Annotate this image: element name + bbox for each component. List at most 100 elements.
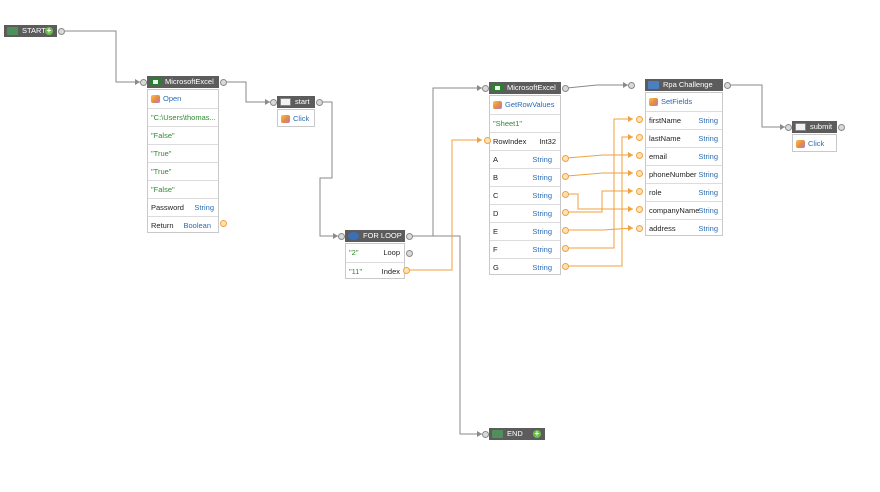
- add-icon[interactable]: +: [45, 26, 53, 35]
- rpa-out-port[interactable]: [724, 82, 731, 89]
- excel-open-in-port[interactable]: [140, 79, 147, 86]
- output-type: String: [532, 227, 552, 236]
- start-node-title: START: [22, 26, 46, 35]
- excel-open-param-path[interactable]: "C:\Users\thomas...: [148, 108, 218, 126]
- field-row-role[interactable]: role String: [646, 183, 722, 201]
- loop-value: "2": [349, 248, 359, 257]
- start-node-header[interactable]: START +: [4, 25, 57, 37]
- output-port-g[interactable]: [562, 263, 569, 270]
- excel-open-password-row[interactable]: Password String: [148, 198, 218, 216]
- field-port-role[interactable]: [636, 188, 643, 195]
- output-row-a[interactable]: A String: [490, 150, 560, 168]
- field-type: String: [698, 152, 718, 161]
- rowindex-type: Int32: [539, 137, 556, 146]
- for-loop-in-port[interactable]: [338, 233, 345, 240]
- action-icon: [796, 140, 805, 148]
- excel-open-out-port[interactable]: [220, 79, 227, 86]
- start-click-header[interactable]: start: [277, 96, 315, 108]
- output-row-d[interactable]: D String: [490, 204, 560, 222]
- output-port-c[interactable]: [562, 191, 569, 198]
- output-row-g[interactable]: G String: [490, 258, 560, 276]
- rpa-title: Rpa Challenge: [663, 80, 713, 89]
- excel-open-body: Open "C:\Users\thomas... "False" "True" …: [147, 89, 219, 233]
- index-row[interactable]: "11" Index: [346, 262, 404, 280]
- output-row-f[interactable]: F String: [490, 240, 560, 258]
- for-loop-out-port[interactable]: [406, 233, 413, 240]
- data-a-to-email: [566, 154, 633, 159]
- field-row-phonenumber[interactable]: phoneNumber String: [646, 165, 722, 183]
- excel-get-action[interactable]: GetRowValues: [490, 96, 560, 114]
- start-click-in-port[interactable]: [270, 99, 277, 106]
- index-port[interactable]: [403, 267, 410, 274]
- output-row-b[interactable]: B String: [490, 168, 560, 186]
- submit-action[interactable]: Click: [793, 135, 836, 153]
- output-port-b[interactable]: [562, 173, 569, 180]
- output-row-e[interactable]: E String: [490, 222, 560, 240]
- submit-body: Click: [792, 134, 837, 152]
- field-port-phonenumber[interactable]: [636, 170, 643, 177]
- field-port-email[interactable]: [636, 152, 643, 159]
- output-type: String: [532, 263, 552, 272]
- rpa-header[interactable]: Rpa Challenge: [645, 79, 723, 91]
- start-out-port[interactable]: [58, 28, 65, 35]
- excel-get-header[interactable]: MicrosoftExcel: [489, 82, 561, 94]
- field-row-address[interactable]: address String: [646, 219, 722, 237]
- rpa-body: SetFields firstName String lastName Stri…: [645, 92, 723, 236]
- data-f-to-firstname: [567, 118, 633, 249]
- rpa-in-port[interactable]: [628, 82, 635, 89]
- rpa-action[interactable]: SetFields: [646, 93, 722, 111]
- excel-get-sheet[interactable]: "Sheet1": [490, 114, 560, 132]
- start-click-out-port[interactable]: [316, 99, 323, 106]
- field-type: String: [698, 188, 718, 197]
- for-loop-header[interactable]: FOR LOOP: [345, 230, 405, 242]
- browser-icon: [648, 81, 659, 89]
- end-node-header[interactable]: END +: [489, 428, 545, 440]
- index-value: "11": [349, 267, 363, 276]
- output-row-c[interactable]: C String: [490, 186, 560, 204]
- excel-get-action-label: GetRowValues: [505, 100, 555, 109]
- password-label: Password: [151, 203, 184, 212]
- field-row-lastname[interactable]: lastName String: [646, 129, 722, 147]
- rowindex-row[interactable]: RowIndex Int32: [490, 132, 560, 150]
- excel-open-return-row[interactable]: Return Boolean: [148, 216, 218, 234]
- output-port-e[interactable]: [562, 227, 569, 234]
- excel-get-out-port[interactable]: [562, 85, 569, 92]
- excel-get-in-port[interactable]: [482, 85, 489, 92]
- output-label: D: [493, 209, 499, 218]
- output-type: String: [532, 209, 552, 218]
- excel-open-param-2[interactable]: "False": [148, 126, 218, 144]
- field-row-companyname[interactable]: companyName String: [646, 201, 722, 219]
- start-click-action[interactable]: Click: [278, 110, 314, 128]
- password-type: String: [194, 203, 214, 212]
- add-icon[interactable]: +: [533, 429, 541, 438]
- output-type: String: [532, 245, 552, 254]
- excel-open-param-5[interactable]: "False": [148, 180, 218, 198]
- field-port-lastname[interactable]: [636, 134, 643, 141]
- excel-open-return-port[interactable]: [220, 220, 227, 227]
- end-in-port[interactable]: [482, 431, 489, 438]
- output-port-a[interactable]: [562, 155, 569, 162]
- excel-open-action[interactable]: Open: [148, 90, 218, 108]
- excel-open-header[interactable]: MicrosoftExcel: [147, 76, 219, 88]
- field-port-companyname[interactable]: [636, 206, 643, 213]
- output-port-f[interactable]: [562, 245, 569, 252]
- excel-open-title: MicrosoftExcel: [165, 77, 214, 86]
- loop-port[interactable]: [406, 250, 413, 257]
- flow-loop-to-end: [411, 235, 482, 435]
- loop-row[interactable]: "2" Loop: [346, 244, 404, 262]
- output-port-d[interactable]: [562, 209, 569, 216]
- excel-open-param-4[interactable]: "True": [148, 162, 218, 180]
- submit-in-port[interactable]: [785, 124, 792, 131]
- field-row-firstname[interactable]: firstName String: [646, 111, 722, 129]
- data-g-to-lastname: [567, 136, 633, 267]
- submit-header[interactable]: submit: [792, 121, 837, 133]
- field-port-address[interactable]: [636, 225, 643, 232]
- field-row-email[interactable]: email String: [646, 147, 722, 165]
- excel-open-param-3[interactable]: "True": [148, 144, 218, 162]
- submit-out-port[interactable]: [838, 124, 845, 131]
- rowindex-in-port[interactable]: [484, 137, 491, 144]
- field-port-firstname[interactable]: [636, 116, 643, 123]
- output-type: String: [532, 173, 552, 182]
- start-click-body: Click: [277, 109, 315, 127]
- flow-loop-to-excel-get: [411, 87, 482, 237]
